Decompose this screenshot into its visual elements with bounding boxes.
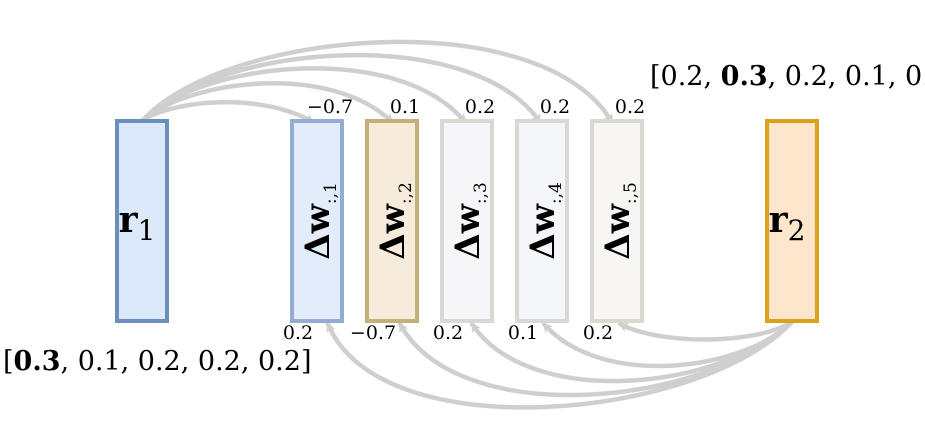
delta-w-label: Δw:,2 <box>373 182 416 260</box>
delta-w-box <box>365 119 419 323</box>
delta-w-column-5: Δw:,5 0.2 0.2 <box>583 96 645 344</box>
bottom-value: 0.2 <box>433 322 463 344</box>
r1-node: r1 <box>115 119 169 323</box>
delta-w-column-3: Δw:,3 0.2 0.2 <box>433 96 495 344</box>
arrow-r1-to-dw2 <box>140 81 395 125</box>
top-value: 0.1 <box>390 96 420 118</box>
delta-w-label: Δw:,4 <box>523 182 566 260</box>
delta-w-box <box>440 119 494 323</box>
r2-label: r2 <box>769 199 806 247</box>
arrow-r2-to-dw5 <box>617 319 795 342</box>
delta-w-label: Δw:,3 <box>448 182 491 260</box>
arrow-r2-to-dw4 <box>541 319 795 369</box>
bottom-value: 0.2 <box>283 322 313 344</box>
delta-w-column-1: Δw:,1 −0.7 0.2 <box>283 96 353 344</box>
r2-node: r2 <box>765 119 819 323</box>
top-value: 0.2 <box>465 96 495 118</box>
delta-w-column-4: Δw:,4 0.2 0.1 <box>508 96 570 344</box>
r1-arrows <box>140 39 615 125</box>
top-value: 0.2 <box>615 96 645 118</box>
r1-box <box>115 119 169 323</box>
top-value: −0.7 <box>307 96 353 118</box>
delta-w-columns: Δw:,1−0.70.2Δw:,20.1−0.7Δw:,30.20.2Δw:,4… <box>283 96 645 344</box>
delta-w-box <box>515 119 569 323</box>
bottom-value: −0.7 <box>350 322 396 344</box>
r2-arrows <box>325 319 795 410</box>
bottom-value: 0.2 <box>583 322 613 344</box>
delta-w-label: Δw:,1 <box>298 182 341 260</box>
delta-w-box <box>290 119 344 323</box>
r1-label: r1 <box>119 199 156 247</box>
delta-w-box <box>590 119 644 323</box>
r2-box <box>765 119 819 323</box>
bottom-value: 0.1 <box>508 322 538 344</box>
r1-vector: [0.3, 0.1, 0.2, 0.2, 0.2] <box>3 346 312 377</box>
arrow-r1-to-dw1 <box>140 100 316 125</box>
delta-w-column-2: Δw:,2 0.1 −0.7 <box>350 96 420 344</box>
top-value: 0.2 <box>540 96 570 118</box>
arrow-r1-to-dw5 <box>140 39 615 125</box>
delta-w-label: Δw:,5 <box>598 182 641 260</box>
r2-vector: [0.2, 0.3, 0.2, 0.1, 0.2] <box>650 61 925 92</box>
